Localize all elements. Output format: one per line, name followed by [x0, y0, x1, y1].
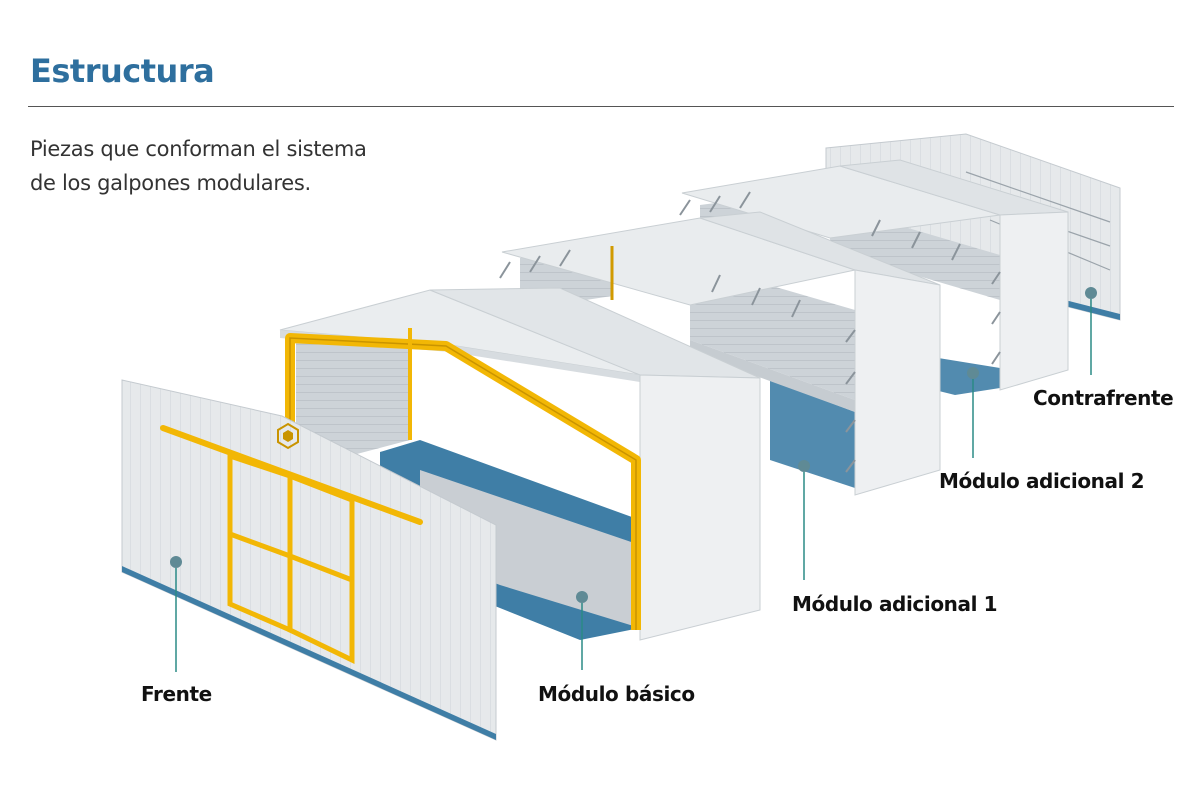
label-modulo-basico: Módulo básico	[538, 682, 695, 706]
label-contrafrente: Contrafrente	[1033, 386, 1173, 410]
page-subtitle: Piezas que conforman el sistema de los g…	[30, 132, 410, 200]
label-frente: Frente	[141, 682, 212, 706]
title-divider	[28, 106, 1174, 107]
frente-panel	[121, 379, 497, 741]
label-modulo-adicional-1: Módulo adicional 1	[792, 592, 997, 616]
label-modulo-adicional-2-group: Módulo adicional 2	[939, 367, 1145, 493]
label-modulo-adicional-1-group: Módulo adicional 1	[792, 460, 998, 616]
subtitle-line-1: Piezas que conforman el sistema	[30, 137, 367, 161]
label-modulo-basico-group: Módulo básico	[538, 591, 695, 706]
modulo-basico	[279, 287, 761, 641]
label-contrafrente-group: Contrafrente	[1033, 287, 1174, 410]
page-title: Estructura	[30, 52, 215, 90]
subtitle-line-2: de los galpones modulares.	[30, 171, 311, 195]
hexagon-logo-icon	[277, 422, 299, 450]
label-frente-group: Frente	[141, 556, 212, 706]
modulo-adicional-1	[499, 211, 941, 496]
label-modulo-adicional-2: Módulo adicional 2	[939, 469, 1144, 493]
